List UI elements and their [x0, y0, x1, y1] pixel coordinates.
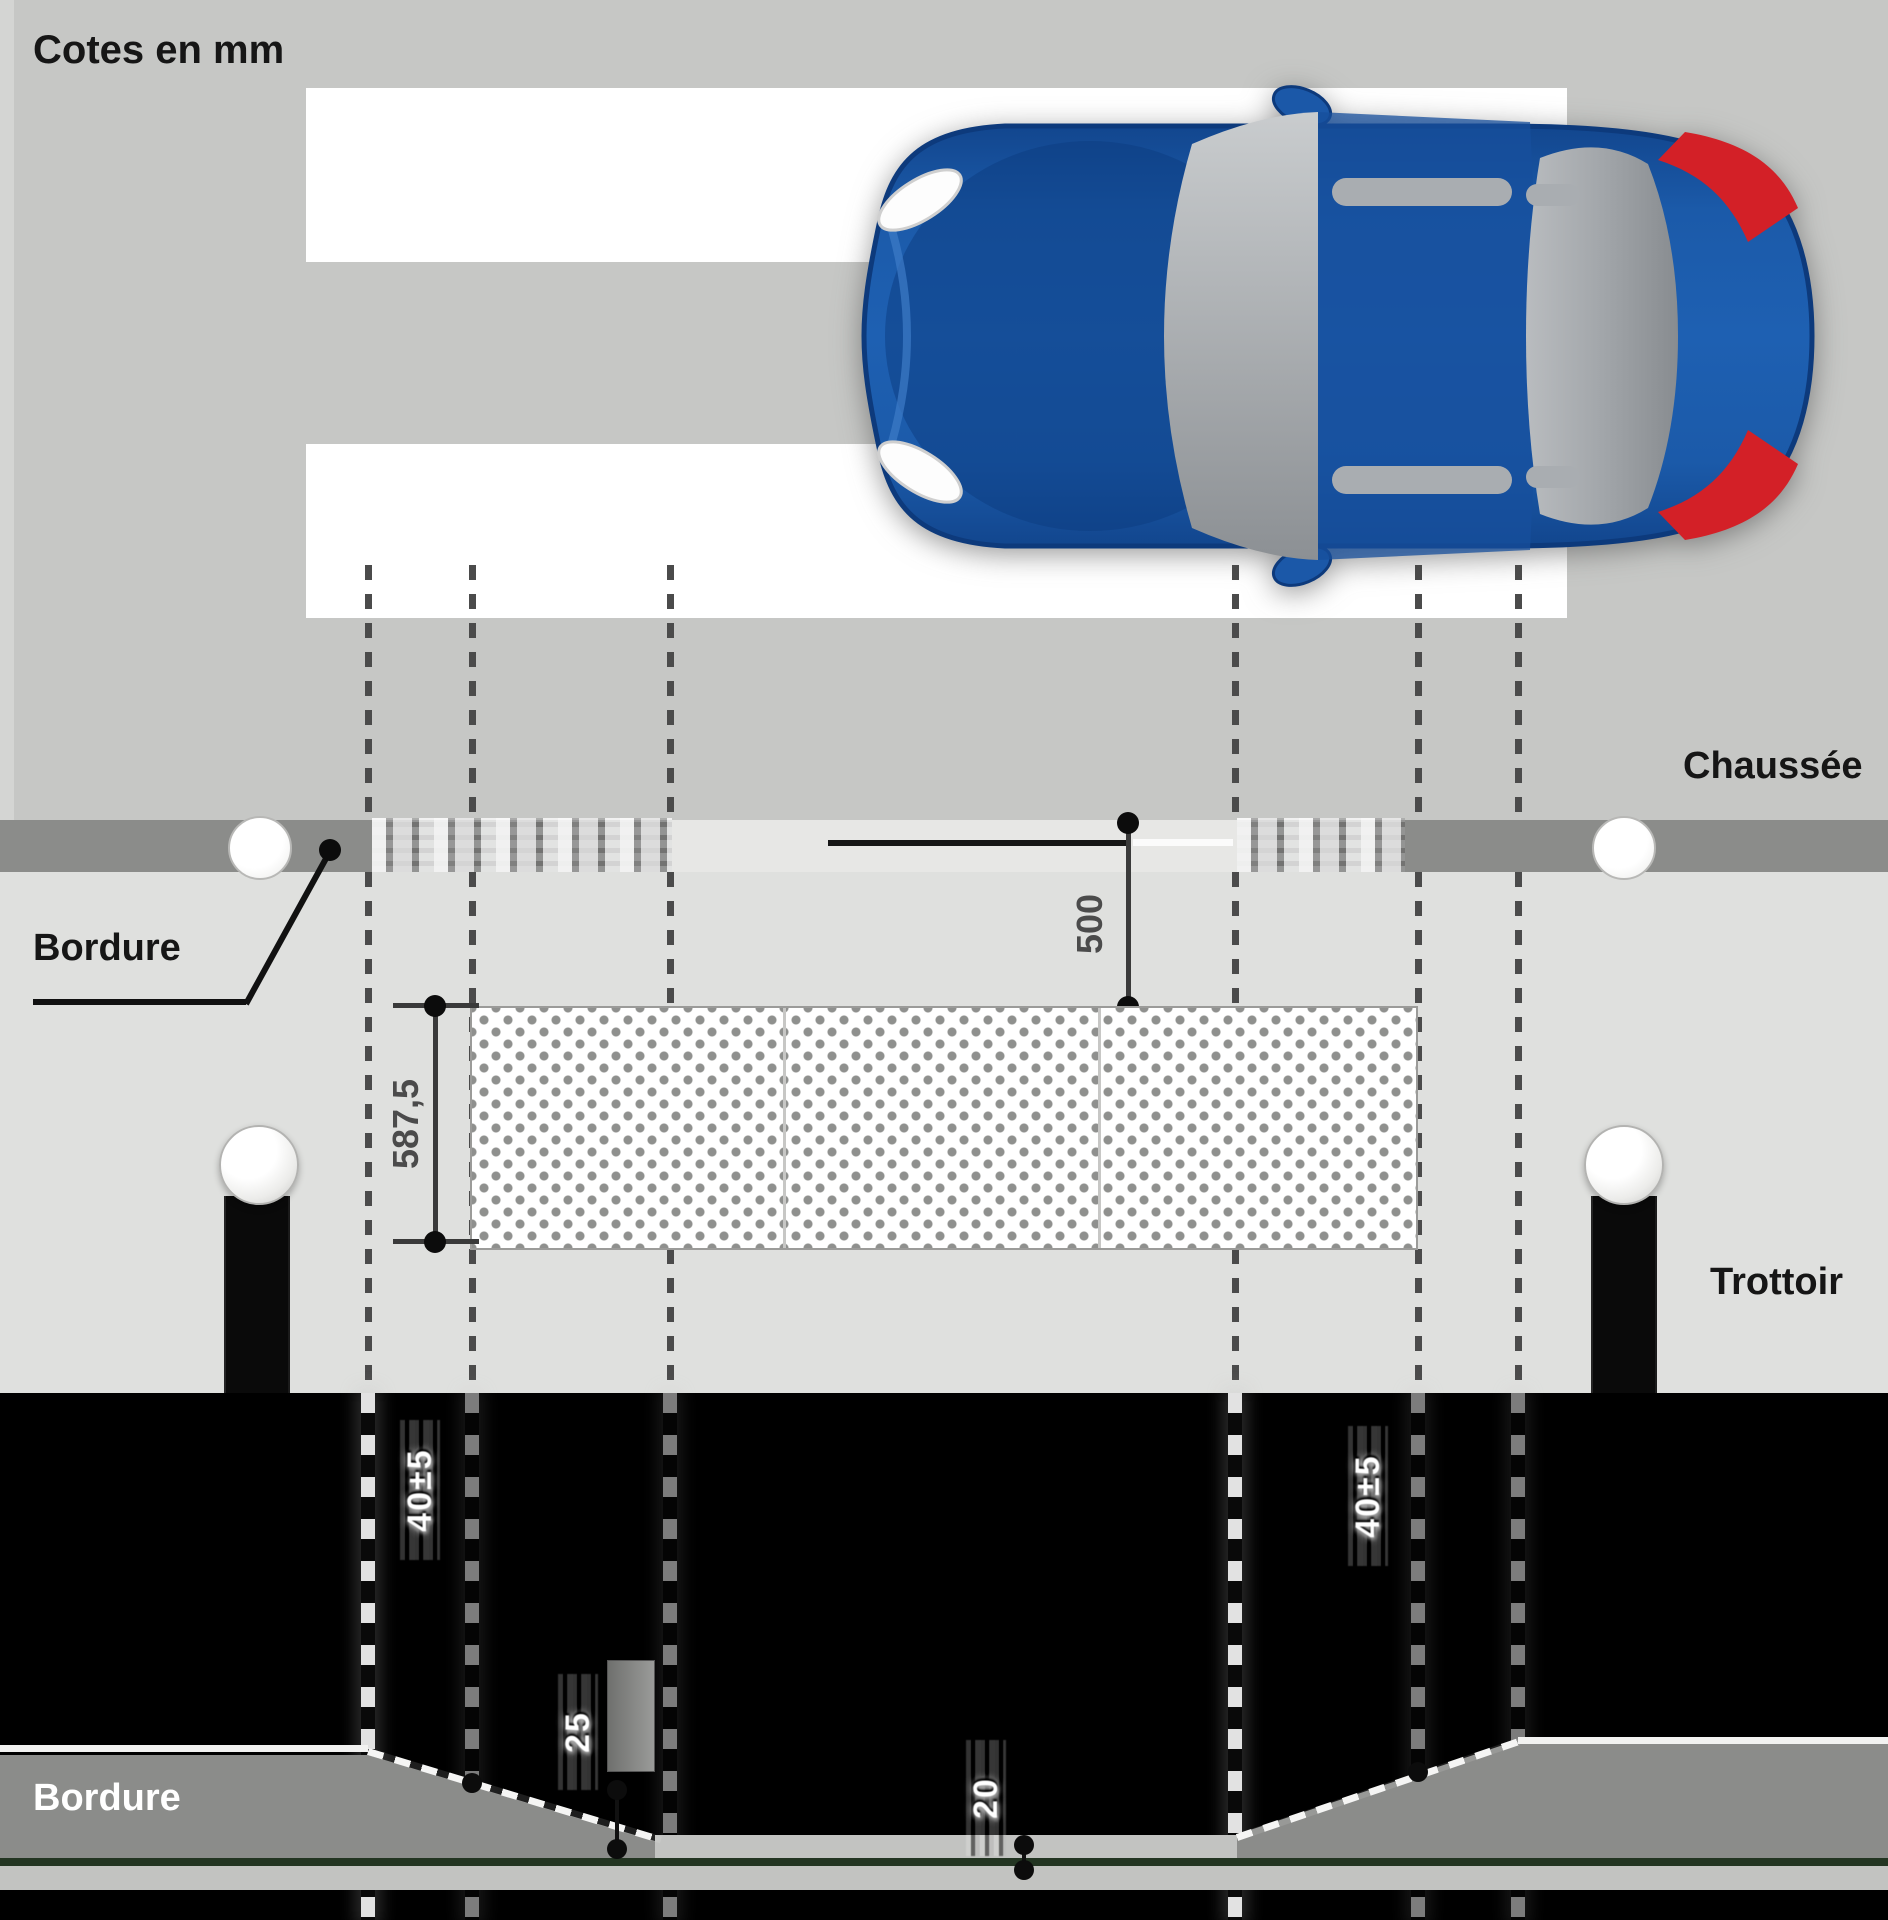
kerb-top-line-left — [0, 1745, 368, 1752]
street-surface-low — [655, 1835, 1240, 1858]
offset-dim-line — [1126, 823, 1131, 1007]
kerb-label-plan: Bordure — [33, 927, 181, 969]
ramp-dot-left — [462, 1773, 482, 1793]
road-left-edge-highlight — [0, 0, 14, 822]
tactile-warning-band — [470, 1006, 1418, 1250]
construction-line-1b — [365, 872, 372, 1393]
base-line — [0, 1858, 1888, 1866]
flush-step-label: 20 — [966, 1740, 1006, 1856]
section-dash-3 — [663, 1393, 677, 1920]
kerb-band-dropped-section — [672, 820, 1237, 872]
section-dash-4 — [1228, 1393, 1242, 1920]
bollard-head-right-icon — [1592, 816, 1656, 880]
car-top-view — [840, 80, 1840, 592]
construction-line-6b — [1515, 872, 1522, 1393]
kerb-height-left-label: 40±5 — [400, 1420, 440, 1560]
construction-line-5b — [1415, 872, 1422, 1393]
car-top-view-icon — [861, 85, 1815, 587]
offset-dim-refline-black — [828, 840, 1130, 846]
lowered-kerb-height-label: 25 — [558, 1674, 598, 1790]
kerb-leader-dot — [319, 839, 341, 861]
sidewalk-label: Trottoir — [1710, 1261, 1843, 1303]
lowered-kerb-dim-dot-top — [607, 1780, 627, 1800]
kerb-band-glitch-right — [1237, 818, 1405, 874]
depth-dim-dot-bottom — [424, 1231, 446, 1253]
depth-dim-line — [433, 1006, 438, 1242]
units-note: Cotes en mm — [33, 28, 285, 72]
offset-dim-dot-top — [1117, 812, 1139, 834]
tactile-band-divider-1 — [783, 1008, 786, 1248]
base-strip — [0, 1866, 1888, 1890]
kerb-band-glitch-left — [372, 818, 672, 874]
road-label: Chaussée — [1683, 745, 1863, 787]
lowered-kerb-dim-line — [615, 1790, 619, 1849]
kerb-top-line-right — [1518, 1737, 1888, 1744]
lowered-kerb-block — [607, 1660, 655, 1772]
ramp-dot-right — [1408, 1762, 1428, 1782]
depth-dim-dot-top — [424, 995, 446, 1017]
tactile-band-divider-2 — [1098, 1008, 1101, 1248]
offset-dim-label: 500 — [1069, 893, 1110, 955]
flush-step-dim-dot-bottom — [1014, 1860, 1034, 1880]
depth-dim-label: 587,5 — [385, 1078, 426, 1170]
bollard-head-left-icon — [228, 816, 292, 880]
offset-dim-refline-white — [1133, 839, 1233, 846]
lowered-kerb-dim-dot-bottom — [607, 1839, 627, 1859]
bollard-sphere-left — [219, 1125, 299, 1205]
bollard-sphere-right — [1584, 1125, 1664, 1205]
kerb-mass-right — [1518, 1740, 1888, 1858]
kerb-leader-underline — [33, 999, 246, 1005]
flush-step-dim-line — [1022, 1845, 1026, 1870]
kerb-label-section: Bordure — [33, 1777, 181, 1819]
kerb-height-right-label: 40±5 — [1348, 1426, 1388, 1566]
flush-step-dim-dot-top — [1014, 1835, 1034, 1855]
kerb-mass-left — [0, 1755, 368, 1858]
